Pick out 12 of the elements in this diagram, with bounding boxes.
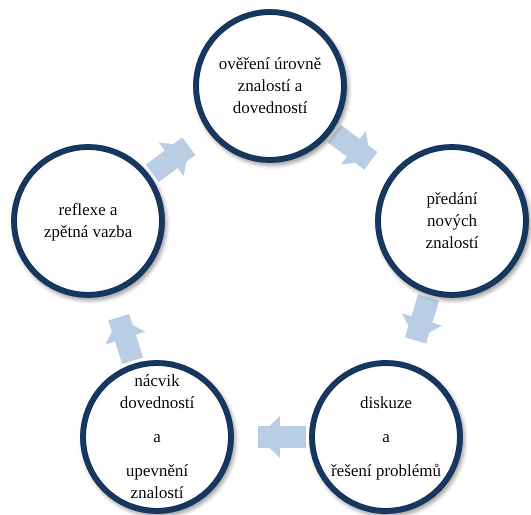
node-label: a: [153, 426, 161, 448]
node-label: upevnění znalostí: [124, 460, 190, 504]
node-label: ověření úrovně znalostí a dovedností: [218, 53, 322, 119]
node-label: reflexe a zpětná vazba: [42, 199, 134, 243]
node-label: řešení problémů: [331, 460, 441, 482]
node-label: a: [382, 426, 390, 448]
block-arrow: [258, 416, 306, 458]
node-label: diskuze: [360, 392, 412, 414]
block-arrow: [328, 124, 378, 170]
block-arrow: [146, 137, 196, 182]
node-label: nácvik dovedností: [118, 370, 196, 414]
node-label: předání nových znalostí: [424, 188, 480, 254]
